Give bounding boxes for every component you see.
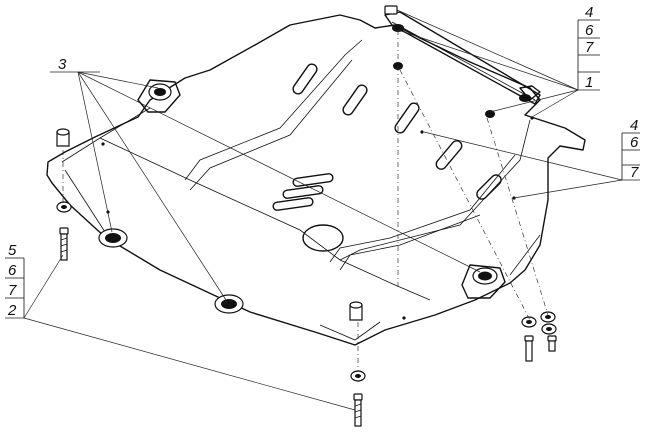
skid-plate-outline	[46, 14, 586, 346]
callout-label-7c: 7	[8, 282, 17, 299]
boss-right	[461, 264, 506, 299]
callout-top-left: 3	[58, 56, 67, 73]
callout-label-6b: 6	[630, 134, 639, 151]
callout-left: 5 6 7 2	[5, 242, 25, 319]
boss-bottom	[214, 294, 244, 314]
callout-label-6: 6	[585, 22, 594, 39]
bolt-group-right	[521, 311, 557, 362]
bolt-stack-bottom	[350, 370, 366, 427]
fasteners	[56, 128, 557, 427]
callout-label-4b: 4	[630, 117, 638, 134]
callout-label-7: 7	[585, 39, 594, 56]
callout-mid-right: 4 6 7	[621, 117, 640, 181]
callout-label-7b: 7	[630, 164, 639, 181]
spacer-top-left	[56, 128, 70, 147]
boss-top-left	[137, 79, 181, 113]
callout-label-6c: 6	[8, 262, 17, 279]
spacer-bottom	[349, 301, 363, 321]
bolt-stack-left	[56, 201, 72, 261]
rear-bracket-bar	[384, 5, 541, 118]
callout-label-2: 2	[7, 302, 17, 319]
callout-label-5: 5	[8, 242, 17, 259]
callout-label-4: 4	[585, 4, 593, 21]
reference-dots	[101, 116, 534, 320]
mounting-bosses	[98, 79, 506, 314]
axis-lines	[62, 30, 549, 372]
callout-label-3: 3	[58, 56, 67, 73]
callout-label-1: 1	[585, 74, 593, 91]
boss-left-lower	[98, 228, 128, 248]
callout-top-right: 4 6 7 1	[577, 4, 600, 91]
leader-lines	[5, 9, 640, 411]
ventilation-slots	[272, 63, 502, 252]
